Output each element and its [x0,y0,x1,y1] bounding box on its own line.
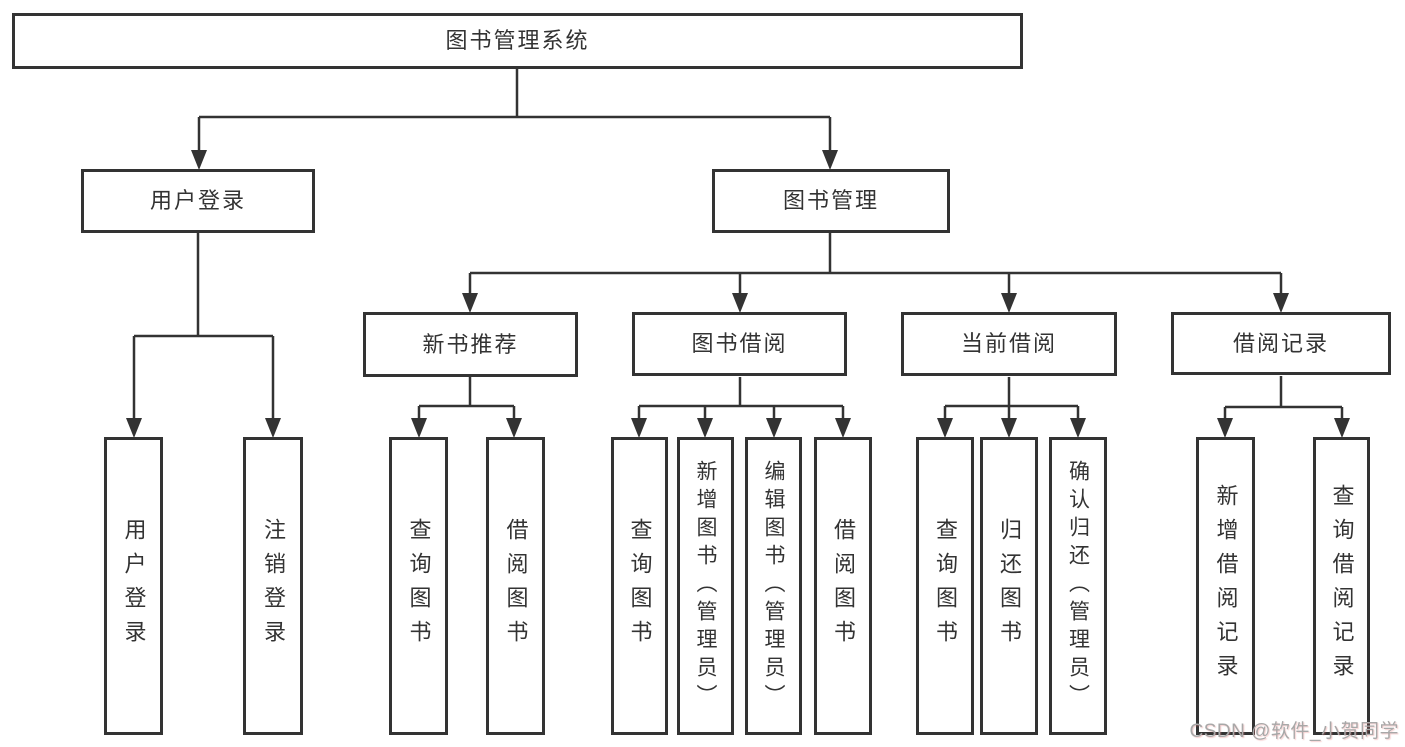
leaf-return-book: 归还图书 [980,437,1038,735]
leaf-user-login: 用户登录 [104,437,163,735]
node-current-borrowing: 当前借阅 [901,312,1117,376]
csdn-watermark: CSDN @软件_小贺同学 [1189,721,1399,742]
leaf-add-book-admin: 新增图书（管理员） [677,437,734,735]
leaf-query-borrow-record: 查询借阅记录 [1313,437,1370,735]
node-user-login: 用户登录 [81,169,315,233]
node-borrow-records: 借阅记录 [1171,312,1391,375]
node-book-management: 图书管理 [712,169,950,233]
node-root-system: 图书管理系统 [12,13,1023,69]
leaf-confirm-return-admin: 确认归还（管理员） [1049,437,1107,735]
leaf-edit-book-admin: 编辑图书（管理员） [745,437,802,735]
leaf-query-book-current: 查询图书 [916,437,974,735]
node-new-book-recommendation: 新书推荐 [363,312,578,377]
leaf-borrow-book-recommendation: 借阅图书 [486,437,545,735]
leaf-query-book-borrowing: 查询图书 [611,437,668,735]
leaf-query-book-recommendation: 查询图书 [389,437,448,735]
leaf-add-borrow-record: 新增借阅记录 [1196,437,1255,735]
node-book-borrowing: 图书借阅 [632,312,847,376]
leaf-logout: 注销登录 [243,437,303,735]
leaf-borrow-book: 借阅图书 [814,437,872,735]
